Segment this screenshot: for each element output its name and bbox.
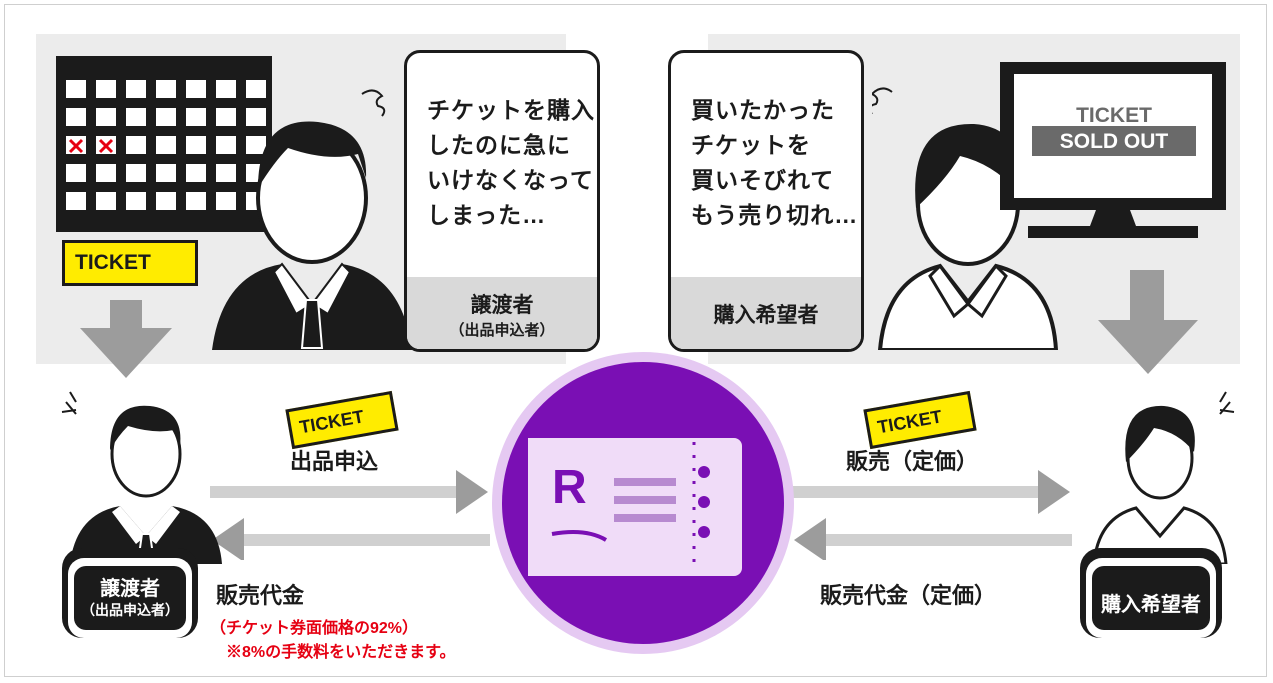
seller-role: 譲渡者 [470,294,534,317]
down-arrow-icon [1098,270,1198,374]
monitor-icon [1000,62,1226,238]
monitor-ticket-text: TICKET [1076,104,1152,127]
bubble-line: 買いたかった [691,97,835,123]
down-arrow-icon [80,300,172,378]
bubble-footer: 購入希望者 [671,277,861,349]
buyer-pedestal: 購入希望者 [1080,548,1222,644]
ticket-word: TICKET [297,406,366,438]
bubble-line: しまった… [427,202,547,228]
sale-fixed-price-label: 販売（定価） [846,449,979,474]
seller-man-small-illustration [61,391,222,564]
buyer-role: 購入希望者 [713,304,819,327]
ticket-logo-icon [528,438,742,576]
seller-role-sub: （出品申込者） [449,322,555,339]
bubble-line: 買いそびれて [691,167,835,193]
buyer-speech-bubble: 買いたかった チケットを 買いそびれて もう売り切れ… 購入希望者 [668,50,864,352]
bubble-line: いけなくなって [427,167,594,193]
frame [4,4,1267,677]
logo-letter: R [552,461,587,514]
seller-man-illustration [212,89,412,350]
bubble-line: もう売り切れ… [691,202,859,228]
bubble-line: チケットを [691,132,811,158]
flow-arrows-right [792,470,1072,560]
bubble-footer: 譲渡者 （出品申込者） [407,277,597,349]
sales-proceeds-fixed-label: 販売代金（定価） [820,583,997,608]
fee-note: ※8%の手数料をいただきます。 [226,644,456,661]
ticket-tag-left: TICKET [62,240,198,286]
flow-arrows-left [210,470,490,560]
calendar-icon [56,56,272,232]
ticket-word: TICKET [875,406,944,438]
seller-pedestal-sub: （出品申込者） [81,602,179,618]
buyer-pedestal-label: 購入希望者 [1101,594,1201,616]
ticket-word: TICKET [75,251,151,274]
seller-speech-bubble: チケットを購入 したのに急に いけなくなって しまった… 譲渡者 （出品申込者） [404,50,600,352]
bubble-line: チケットを購入 [427,97,595,123]
seller-pedestal-label: 譲渡者 [100,578,160,600]
listing-request-label: 出品申込 [290,449,379,474]
proceeds-note: （チケット券面価格の92%） [210,620,419,637]
bubble-line: したのに急に [427,132,571,158]
seller-pedestal: 譲渡者 （出品申込者） [62,548,198,644]
monitor-soldout-text: SOLD OUT [1059,130,1169,153]
sales-proceeds-label: 販売代金 [216,583,305,608]
buyer-woman-small-illustration [1092,391,1235,564]
